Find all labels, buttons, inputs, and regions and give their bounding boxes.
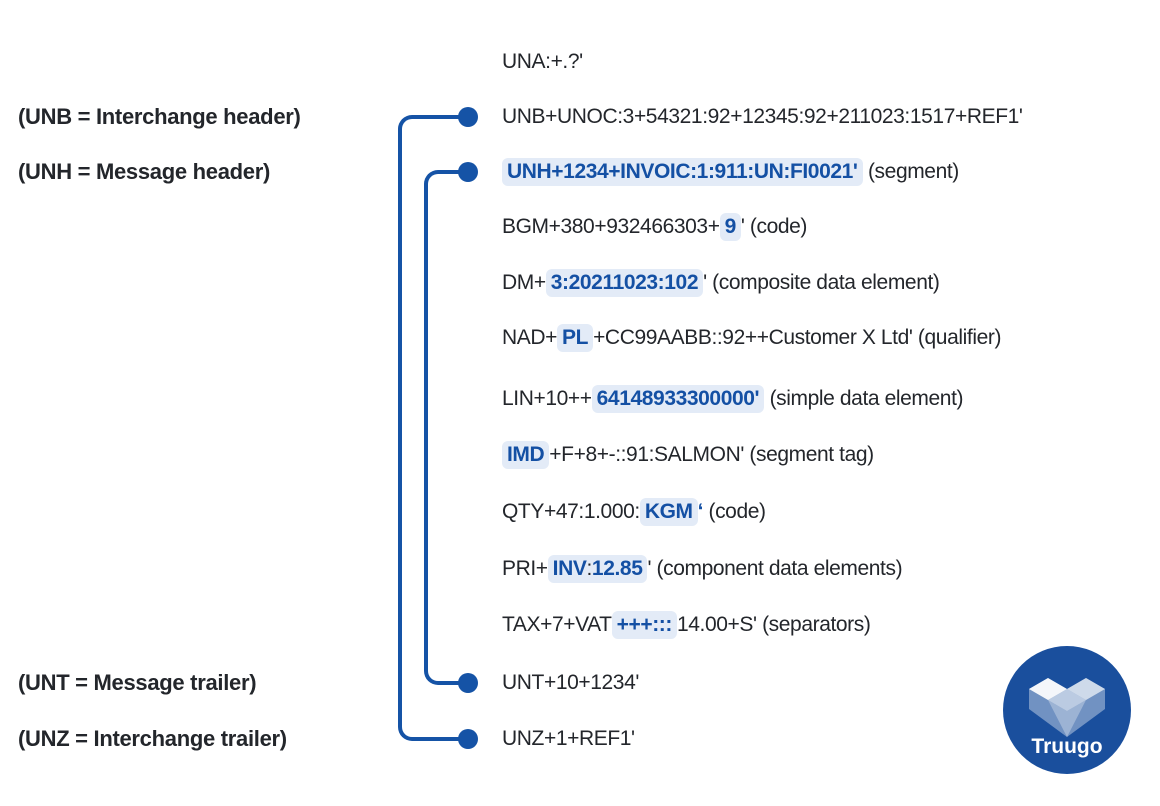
segment-text: LIN+10++ bbox=[502, 387, 592, 410]
connector-dot bbox=[458, 107, 478, 127]
segment-text: UNB+UNOC:3+54321:92+12345:92+211023:1517… bbox=[502, 105, 1023, 128]
segment-line: NAD+PL+CC99AABB::92++Customer X Ltd' (qu… bbox=[502, 324, 1002, 352]
segment-line: TAX+7+VAT+++:::14.00+S' (separators) bbox=[502, 611, 871, 639]
highlighted-element: INV:12.85 bbox=[547, 555, 648, 583]
connector-dot bbox=[458, 729, 478, 749]
segment-line: UNH+1234+INVOIC:1:911:UN:FI0021' (segmen… bbox=[502, 158, 959, 186]
segment-text: UNZ+1+REF1' bbox=[502, 727, 635, 750]
segment-line: UNA:+.?' bbox=[502, 50, 583, 74]
segment-text: (simple data element) bbox=[764, 387, 964, 410]
highlighted-element: +++::: bbox=[611, 611, 677, 639]
connector-dot bbox=[458, 673, 478, 693]
segment-text: +CC99AABB::92++Customer X Ltd' (qualifie… bbox=[593, 326, 1002, 349]
segment-line: LIN+10++64148933300000' (simple data ele… bbox=[502, 385, 964, 413]
segment-text: 64148933300000' bbox=[596, 387, 760, 410]
message-bracket bbox=[424, 170, 468, 685]
annotation-label: (UNZ = Interchange trailer) bbox=[18, 726, 287, 751]
segment-line: PRI+INV:12.85' (component data elements) bbox=[502, 555, 903, 583]
segment-text: NAD+ bbox=[502, 326, 558, 349]
highlighted-element: PL bbox=[557, 324, 594, 352]
segment-text: ' (code) bbox=[740, 215, 808, 238]
segment-text: +++::: bbox=[616, 613, 673, 636]
segment-text: QTY+47:1.000: bbox=[502, 500, 640, 523]
interchange-bracket bbox=[398, 115, 468, 741]
segment-text: ' (component data elements) bbox=[647, 557, 903, 580]
segment-text: +F+8+-::91:SALMON' (segment tag) bbox=[549, 443, 874, 466]
segment-text: : bbox=[586, 557, 592, 580]
highlighted-element: 9 bbox=[719, 213, 741, 241]
segment-text: PL bbox=[562, 326, 589, 349]
segment-text: 3:20211023:102 bbox=[550, 271, 699, 294]
segment-line: IMD+F+8+-::91:SALMON' (segment tag) bbox=[502, 441, 874, 469]
highlighted-element: IMD bbox=[502, 441, 550, 469]
segment-text: INV bbox=[552, 557, 587, 580]
annotation-label: (UNT = Message trailer) bbox=[18, 670, 257, 695]
segment-line: UNZ+1+REF1' bbox=[502, 727, 635, 751]
annotation-label: (UNH = Message header) bbox=[18, 159, 270, 184]
segment-text: KGM bbox=[644, 500, 693, 523]
highlighted-element: KGM bbox=[639, 498, 698, 526]
segment-line: DM+3:20211023:102' (composite data eleme… bbox=[502, 269, 940, 297]
segment-line: QTY+47:1.000:KGM‘ (code) bbox=[502, 498, 766, 526]
segment-text: UNH+1234+INVOIC:1:911:UN:FI0021' bbox=[507, 160, 858, 183]
logo-box-glyph bbox=[1029, 678, 1105, 737]
highlighted-element: 3:20211023:102 bbox=[545, 269, 704, 297]
connector-dot bbox=[458, 162, 478, 182]
segment-text: ' (composite data element) bbox=[703, 271, 940, 294]
segment-text: 9 bbox=[724, 215, 737, 238]
segment-text: DM+ bbox=[502, 271, 546, 294]
segment-text: TAX+7+VAT bbox=[502, 613, 612, 636]
annotation-label: (UNB = Interchange header) bbox=[18, 104, 301, 129]
truugo-logo: Truugo bbox=[1002, 645, 1132, 775]
segment-text: BGM+380+932466303+ bbox=[502, 215, 720, 238]
segment-text: UNA:+.?' bbox=[502, 50, 583, 73]
highlighted-element: UNH+1234+INVOIC:1:911:UN:FI0021' bbox=[502, 158, 863, 186]
segment-text: IMD bbox=[507, 443, 545, 466]
segment-text: (code) bbox=[703, 500, 766, 523]
segment-line: UNT+10+1234' bbox=[502, 671, 639, 695]
segment-text: PRI+ bbox=[502, 557, 548, 580]
segment-line: UNB+UNOC:3+54321:92+12345:92+211023:1517… bbox=[502, 105, 1023, 129]
segment-text: UNT+10+1234' bbox=[502, 671, 639, 694]
truugo-logo-text: Truugo bbox=[1031, 735, 1102, 758]
segment-text: 12.85 bbox=[591, 557, 643, 580]
segment-text: 14.00+S' (separators) bbox=[677, 613, 871, 636]
segment-text: (segment) bbox=[862, 160, 959, 183]
segment-text: ‘ bbox=[697, 500, 704, 523]
segment-line: BGM+380+932466303+9' (code) bbox=[502, 213, 808, 241]
highlighted-element: 64148933300000' bbox=[591, 385, 765, 413]
truugo-logo-mark: Truugo bbox=[1003, 646, 1131, 774]
